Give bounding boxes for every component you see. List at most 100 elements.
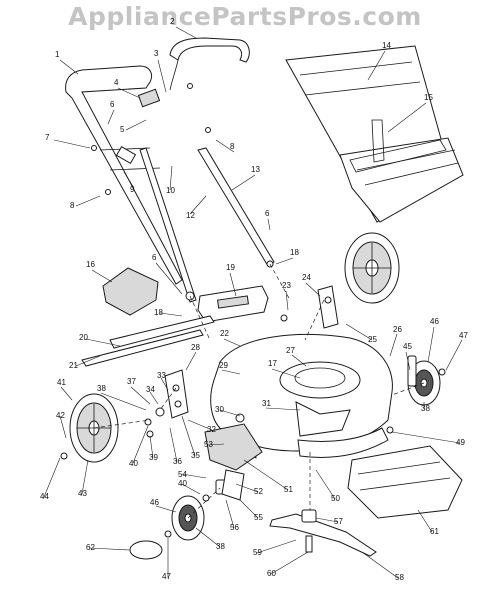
leader-line — [149, 391, 159, 405]
leader-line — [43, 457, 61, 498]
callout-22: 22 — [220, 329, 229, 338]
callout-45: 45 — [403, 342, 412, 351]
leader-line — [107, 109, 115, 125]
callout-59: 59 — [253, 548, 262, 557]
leader-line — [387, 102, 427, 133]
leader-line — [221, 369, 241, 375]
callout-8: 8 — [70, 201, 75, 210]
leader-line — [215, 139, 235, 153]
rear-flap — [347, 445, 463, 519]
callout-27: 27 — [286, 346, 295, 355]
upper-handle — [65, 65, 183, 285]
callout-52: 52 — [254, 487, 263, 496]
leader-line — [389, 333, 398, 357]
callout-5: 5 — [120, 125, 125, 134]
leader-line — [219, 409, 241, 417]
callout-15: 15 — [424, 93, 433, 102]
lower-handle — [139, 147, 275, 303]
leader-line — [181, 483, 201, 495]
callout-55: 55 — [254, 513, 263, 522]
callout-50: 50 — [331, 494, 340, 503]
callout-46: 46 — [430, 317, 439, 326]
deck-skirt — [297, 427, 389, 458]
discharge-chute — [204, 423, 263, 471]
leader-line — [89, 547, 131, 551]
leader-line — [159, 312, 183, 317]
callout-42: 42 — [56, 411, 65, 420]
callout-43: 43 — [78, 489, 87, 498]
callout-47: 47 — [459, 331, 468, 340]
leader-line — [345, 323, 373, 341]
leader-line — [169, 165, 173, 191]
leader-line — [125, 119, 147, 131]
callout-32: 32 — [207, 425, 216, 434]
callout-30: 30 — [215, 405, 224, 414]
callout-28: 28 — [191, 343, 200, 352]
leader-line — [91, 269, 113, 283]
callout-13: 13 — [251, 165, 260, 174]
callout-57: 57 — [334, 517, 343, 526]
leader-line — [75, 195, 101, 207]
callout-60: 60 — [267, 569, 276, 578]
leader-line — [155, 505, 177, 513]
handle-control-bracket — [115, 88, 161, 165]
callout-3: 3 — [154, 49, 159, 58]
leader-line — [445, 339, 463, 371]
leader-line — [231, 174, 256, 191]
callout-23: 23 — [282, 281, 291, 290]
assembly-guide-lines — [93, 263, 425, 519]
leader-line — [175, 26, 197, 39]
leader-line — [291, 354, 307, 367]
callout-46: 46 — [150, 498, 159, 507]
callout-47: 47 — [162, 572, 171, 581]
rear-door-assembly — [197, 285, 269, 323]
callout-33: 33 — [157, 371, 166, 380]
callout-19: 19 — [226, 263, 235, 272]
callout-7: 7 — [45, 133, 50, 142]
leader-line — [160, 377, 169, 391]
leader-line — [123, 171, 135, 189]
side-deflector — [102, 267, 159, 316]
callout-14: 14 — [382, 41, 391, 50]
leader-line — [59, 59, 79, 75]
leader-line — [60, 386, 73, 401]
leader-line — [130, 386, 151, 405]
leader-line — [367, 50, 386, 81]
callout-61: 61 — [430, 527, 439, 536]
leader-line — [187, 419, 213, 431]
callout-49: 49 — [456, 438, 465, 447]
callout-34: 34 — [146, 385, 155, 394]
callout-25: 25 — [368, 335, 377, 344]
leader-line — [271, 368, 301, 379]
leader-line — [391, 431, 461, 444]
callout-54: 54 — [178, 470, 187, 479]
callout-53: 53 — [204, 440, 213, 449]
leader-line — [405, 351, 411, 371]
leader-line — [169, 427, 178, 463]
callout-21: 21 — [69, 361, 78, 370]
leader-line — [181, 415, 196, 457]
leader-line — [53, 139, 91, 149]
leader-line — [85, 338, 121, 347]
callout-2: 2 — [170, 17, 175, 26]
rear-wheel-right — [344, 232, 400, 304]
callout-38: 38 — [97, 384, 106, 393]
callout-56: 56 — [230, 523, 239, 532]
height-adjuster-left — [164, 369, 189, 419]
callout-26: 26 — [393, 325, 402, 334]
callout-31: 31 — [262, 399, 271, 408]
small-hardware — [60, 83, 446, 538]
leader-line — [189, 195, 207, 215]
leader-line — [417, 509, 433, 533]
callout-4: 4 — [114, 78, 119, 87]
leader-line — [267, 218, 271, 231]
leader-line — [285, 290, 289, 311]
hub-cap — [129, 540, 163, 560]
leader-line — [229, 272, 237, 297]
callout-6: 6 — [110, 100, 115, 109]
leader-line — [235, 483, 259, 493]
leader-line — [361, 551, 399, 579]
leader-line — [155, 262, 183, 295]
callout-labels: 1 2 3 4 5 6 6 6 7 8 8 9 10 12 13 14 15 1… — [40, 17, 468, 582]
callout-18: 18 — [154, 308, 163, 317]
